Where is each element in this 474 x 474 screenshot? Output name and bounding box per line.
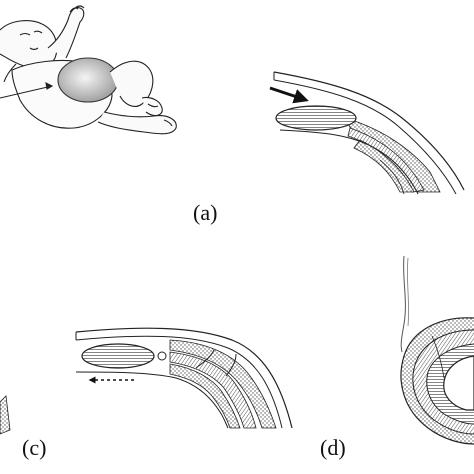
section-c bbox=[75, 327, 293, 429]
section-a bbox=[269, 71, 465, 195]
infant-head bbox=[0, 20, 58, 69]
infant-illustration bbox=[0, 5, 177, 135]
infant-leg-lower bbox=[97, 111, 177, 135]
pointer-line bbox=[0, 85, 53, 99]
section-d bbox=[400, 255, 474, 445]
arrow-a bbox=[269, 86, 309, 104]
distended-abdomen bbox=[57, 57, 119, 103]
infant-arm-up bbox=[47, 7, 85, 59]
infant-leg-upper bbox=[109, 60, 154, 107]
hatched-mass-c bbox=[81, 343, 155, 369]
hatched-mass-a bbox=[275, 105, 357, 131]
panel-label-a: (a) bbox=[193, 200, 218, 225]
section-b-fragment bbox=[0, 395, 11, 435]
panel-label-d: (d) bbox=[320, 435, 346, 460]
panel-label-c: (c) bbox=[22, 435, 47, 460]
